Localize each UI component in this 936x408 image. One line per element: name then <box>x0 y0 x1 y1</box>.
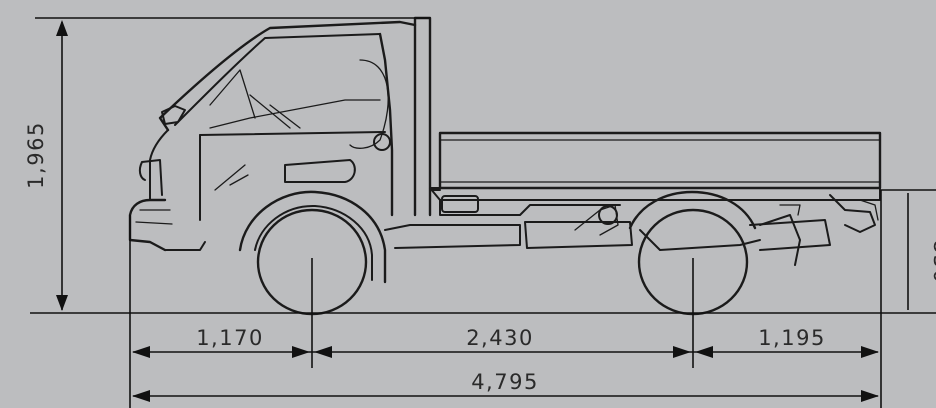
front-overhang-label: 1,170 <box>196 326 264 350</box>
truck-cab <box>128 16 441 252</box>
front-wheel-arch <box>238 190 387 284</box>
rear-overhang-label: 1,195 <box>758 326 826 350</box>
chassis <box>384 204 831 266</box>
overall-height-label: 1,965 <box>24 121 48 189</box>
cargo-deck <box>429 131 882 233</box>
wheelbase-label: 2,430 <box>466 326 534 350</box>
overall-length-dimension-line <box>132 390 879 402</box>
deck-height-label: 830 <box>929 240 936 285</box>
overall-height-dimension <box>56 20 68 311</box>
extension-lines <box>129 189 936 408</box>
segment-dimension-line <box>132 346 879 358</box>
rear-wheel-arch <box>628 190 757 230</box>
overall-length-label: 4,795 <box>471 370 539 394</box>
